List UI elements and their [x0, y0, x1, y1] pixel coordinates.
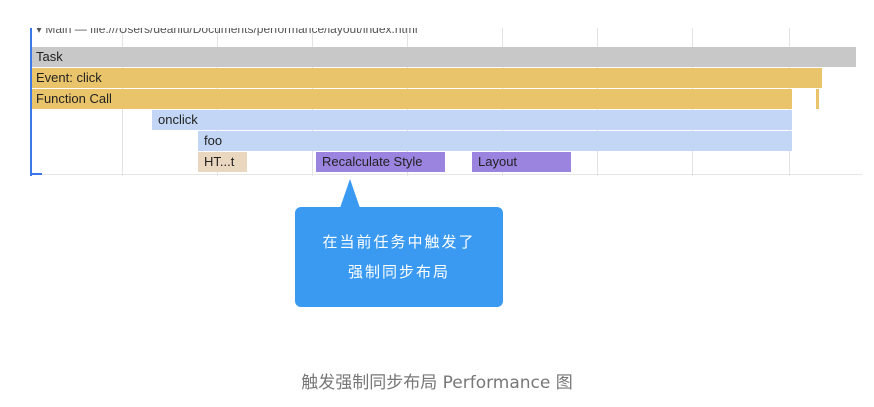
function-call-bar[interactable]: Function Call — [32, 89, 792, 109]
performance-flame-chart: ▾ Main — file:///Users/deanlu/Documents/… — [30, 28, 862, 176]
event-click-bar[interactable]: Event: click — [32, 68, 822, 88]
figure-caption: 触发强制同步布局 Performance 图 — [301, 373, 573, 393]
callout-pointer — [340, 179, 360, 208]
ht-bar[interactable]: HT...t — [198, 152, 247, 172]
callout-line-1: 在当前任务中触发了 — [322, 233, 476, 251]
annotation-callout: 在当前任务中触发了 强制同步布局 — [295, 207, 503, 307]
callout-line-2: 强制同步布局 — [347, 263, 450, 281]
flame-bottom-border — [32, 174, 862, 175]
layout-bar[interactable]: Layout — [472, 152, 571, 172]
recalculate-style-bar[interactable]: Recalculate Style — [316, 152, 445, 172]
function-call-sliver[interactable] — [816, 89, 819, 109]
main-thread-url: ▾ Main — file:///Users/deanlu/Documents/… — [36, 28, 418, 36]
onclick-bar[interactable]: onclick — [152, 110, 792, 130]
flame-bottom-tick — [32, 173, 42, 175]
foo-bar[interactable]: foo — [198, 131, 792, 151]
task-bar[interactable]: Task — [32, 47, 856, 67]
